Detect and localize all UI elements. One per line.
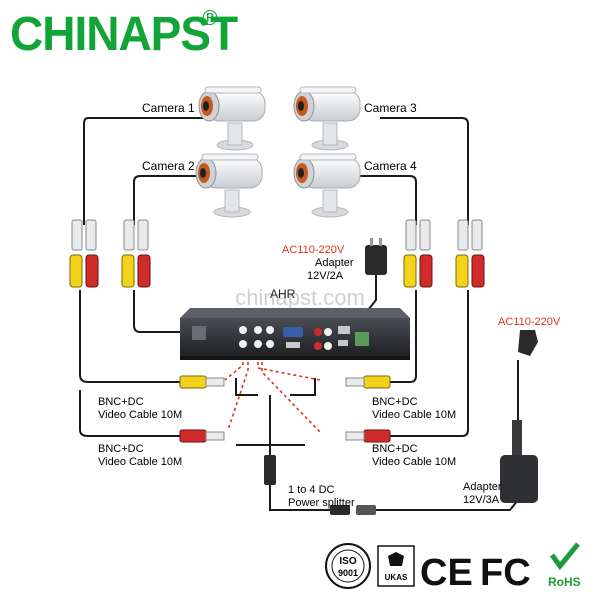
power-splitter-icon <box>264 455 376 515</box>
cable-plug-left-bottom <box>179 429 225 443</box>
adapter-small-line1: Adapter <box>315 257 354 269</box>
iso-9001-logo: ISO 9001 <box>325 543 371 589</box>
rohs-text: RoHS <box>548 575 581 589</box>
cable-plug-left-top <box>179 375 225 389</box>
cable-plug-right-top <box>345 375 391 389</box>
iso-text: ISO <box>339 556 356 567</box>
camera-3-icon <box>293 86 361 151</box>
cable-label-left-top-2: Video Cable 10M <box>98 409 182 421</box>
ce-mark: CE <box>420 552 473 594</box>
cable-label-right-top-2: Video Cable 10M <box>372 409 456 421</box>
camera-2-icon <box>195 153 263 218</box>
camera-3-label: Camera 3 <box>364 101 417 115</box>
connector-pair-cam2 <box>121 219 151 288</box>
adapter-small-voltage: AC110-220V <box>282 244 345 256</box>
camera-1-icon <box>198 86 266 151</box>
brand-logo: CHINAPST <box>10 5 238 61</box>
connector-pair-cam1 <box>69 219 99 288</box>
adapter-12v3a-icon <box>500 330 538 503</box>
camera-1-label: Camera 1 <box>142 101 195 115</box>
adapter-large-voltage: AC110-220V <box>498 316 561 328</box>
connector-pair-cam3 <box>455 219 485 288</box>
cable-label-left-bottom-1: BNC+DC <box>98 443 144 455</box>
camera-4-icon <box>293 153 361 218</box>
cable-label-left-top-1: BNC+DC <box>98 396 144 408</box>
cable-plug-right-bottom <box>345 429 391 443</box>
cable-label-right-top-1: BNC+DC <box>372 396 418 408</box>
dvr-label: AHR <box>270 287 296 301</box>
splitter-line1: 1 to 4 DC <box>288 484 335 496</box>
ukas-text: UKAS <box>385 573 408 582</box>
camera-2-label: Camera 2 <box>142 159 195 173</box>
connector-pair-cam4 <box>403 219 433 288</box>
cable-label-right-bottom-2: Video Cable 10M <box>372 456 456 468</box>
splitter-line2: Power splitter <box>288 497 355 509</box>
watermark-text: chinapst.com <box>235 285 365 310</box>
camera-4-label: Camera 4 <box>364 159 417 173</box>
fc-mark: FC <box>480 552 531 594</box>
cable-label-left-bottom-2: Video Cable 10M <box>98 456 182 468</box>
registered-mark: ® <box>200 6 220 30</box>
ukas-logo: UKAS <box>377 545 415 587</box>
cable-lines <box>79 117 519 511</box>
dvr-recorder <box>180 308 410 360</box>
adapter-large-line1: Adapter <box>463 481 502 493</box>
iso-number: 9001 <box>338 568 358 578</box>
adapter-large-line2: 12V/3A <box>463 494 500 506</box>
adapter-small-line2: 12V/2A <box>307 270 344 282</box>
cable-label-right-bottom-1: BNC+DC <box>372 443 418 455</box>
rohs-logo: RoHS <box>548 542 581 589</box>
